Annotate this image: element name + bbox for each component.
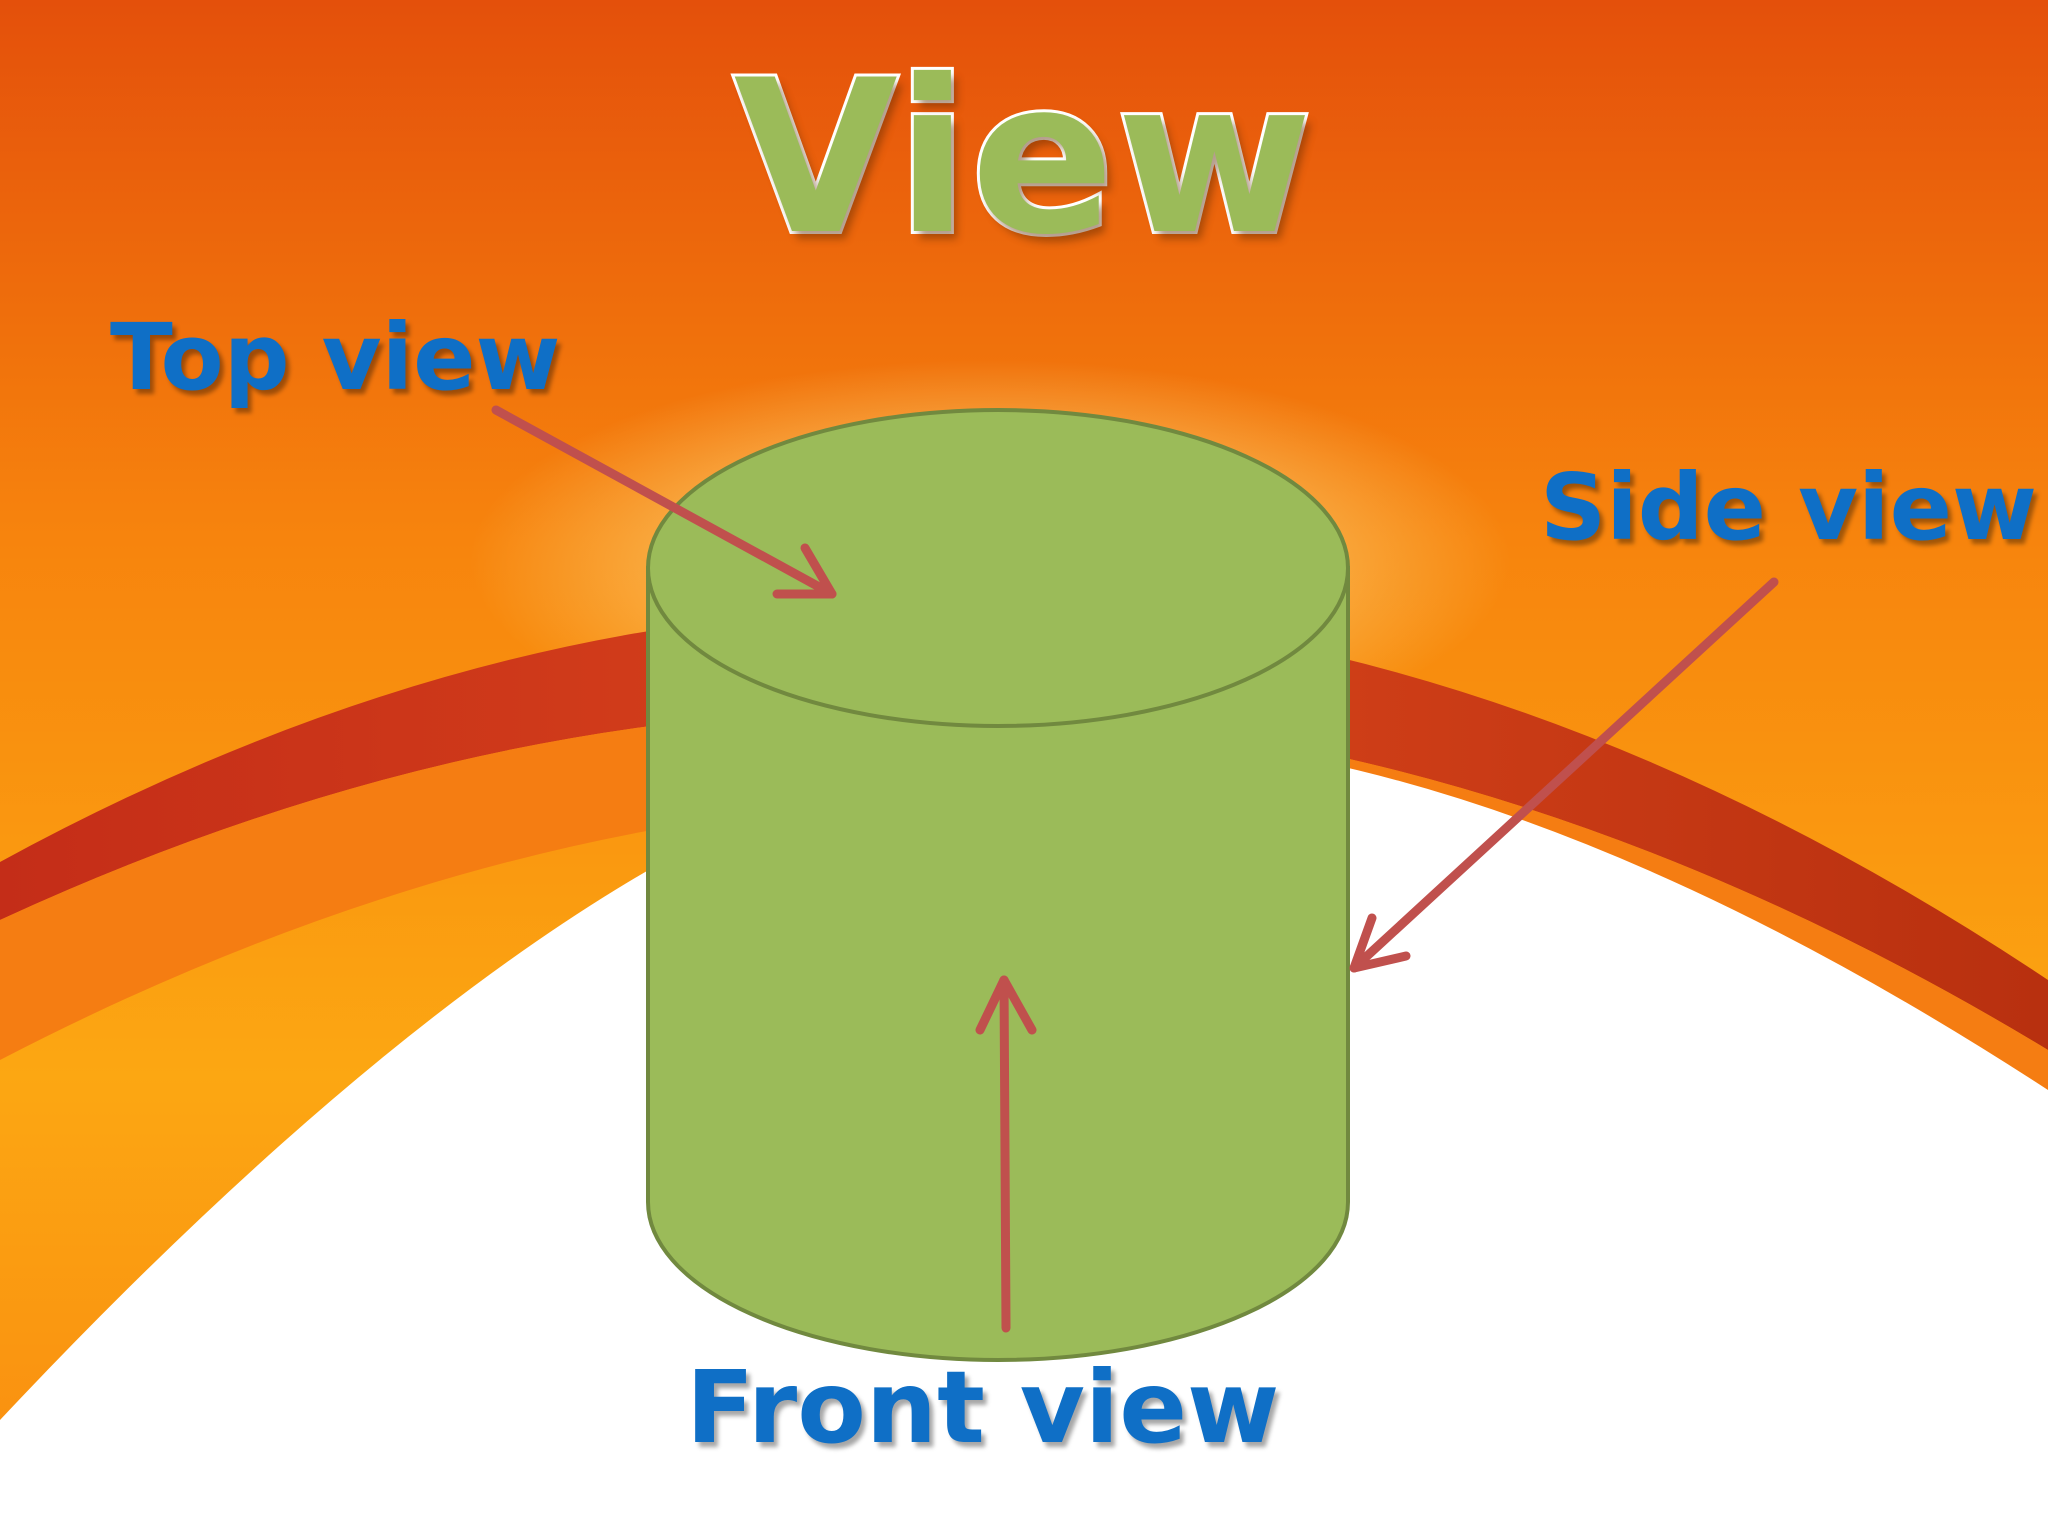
top-view-label: Top view: [110, 304, 561, 411]
side-view-label: Side view: [1540, 454, 2037, 561]
orange-swoosh-band: [0, 708, 2048, 1090]
top-view-arrow: [491, 405, 837, 599]
cylinder-body: [646, 566, 1350, 1362]
front-view-arrow: [975, 975, 1037, 1333]
side-view-arrow: [1349, 577, 1779, 973]
red-swoosh-band: [0, 607, 2048, 1050]
slide-title: View: [731, 34, 1316, 281]
front-view-label: Front view: [686, 1349, 1280, 1466]
cylinder-top: [646, 408, 1350, 728]
